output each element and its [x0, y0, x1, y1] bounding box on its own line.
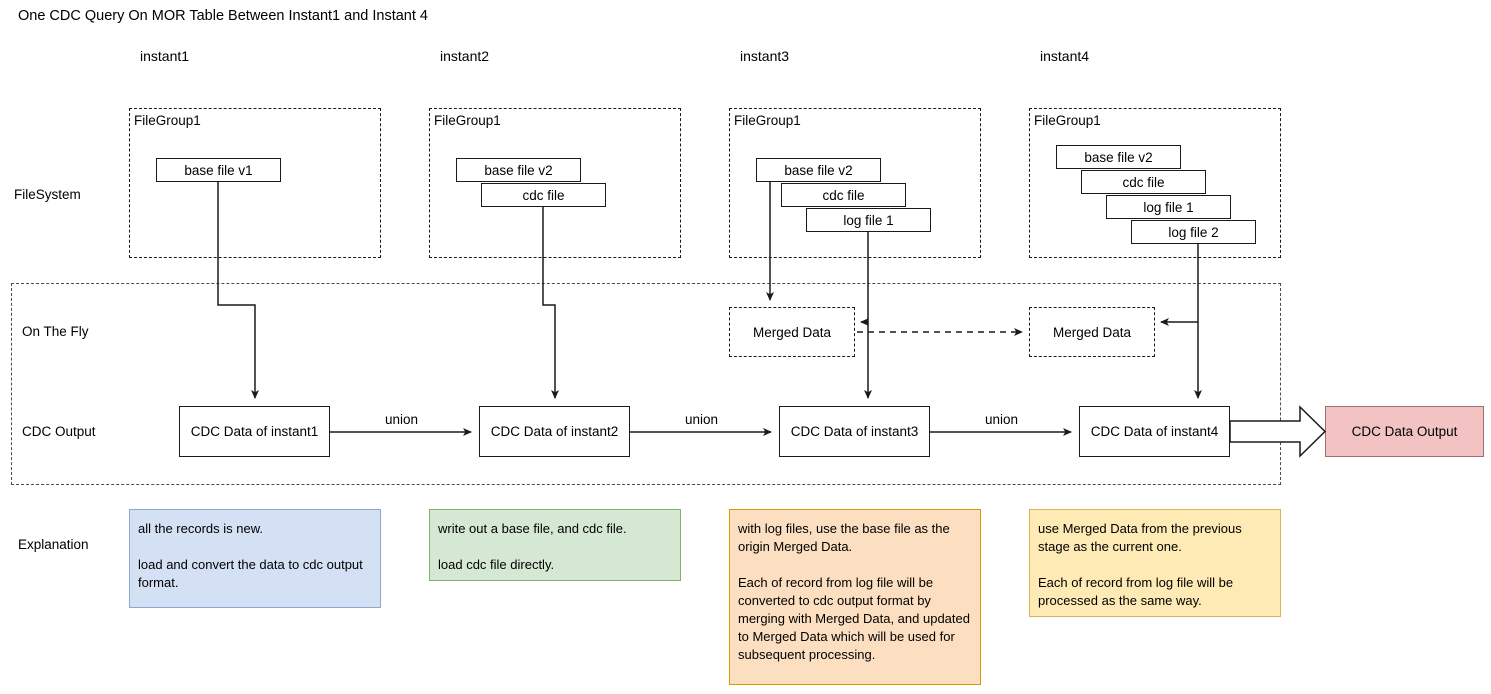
explanation-instant3: with log files, use the base file as the…: [729, 509, 981, 685]
file-box-cdc-file: cdc file: [481, 183, 606, 207]
cdc-data-instant3: CDC Data of instant3: [779, 406, 930, 457]
filegroup-instant1: FileGroup1: [129, 108, 381, 258]
row-label-on-the-fly: On The Fly: [22, 324, 89, 339]
filegroup-title: FileGroup1: [434, 113, 501, 128]
union-label-3: union: [985, 412, 1019, 427]
page-title: One CDC Query On MOR Table Between Insta…: [18, 8, 428, 24]
file-box-base-file-v2: base file v2: [456, 158, 581, 182]
file-box-log-file-1: log file 1: [1106, 195, 1231, 219]
merged-data-instant4: Merged Data: [1029, 307, 1155, 357]
union-label-1: union: [385, 412, 419, 427]
file-box-base-file-v2: base file v2: [1056, 145, 1181, 169]
file-box-base-file-v2: base file v2: [756, 158, 881, 182]
cdc-data-instant2: CDC Data of instant2: [479, 406, 630, 457]
merged-data-instant3: Merged Data: [729, 307, 855, 357]
filegroup-instant3: FileGroup1: [729, 108, 981, 258]
cdc-data-instant1: CDC Data of instant1: [179, 406, 330, 457]
filegroup-title: FileGroup1: [734, 113, 801, 128]
file-box-log-file-1: log file 1: [806, 208, 931, 232]
explanation-instant4: use Merged Data from the previous stage …: [1029, 509, 1281, 617]
filegroup-instant4: FileGroup1: [1029, 108, 1281, 258]
column-header-instant4: instant4: [1040, 48, 1090, 64]
filegroup-title: FileGroup1: [134, 113, 201, 128]
on-the-fly-cdc-section: [11, 283, 1281, 485]
column-header-instant2: instant2: [440, 48, 490, 64]
union-label-2: union: [685, 412, 719, 427]
row-label-cdc-output: CDC Output: [22, 424, 96, 439]
cdc-data-instant4: CDC Data of instant4: [1079, 406, 1230, 457]
explanation-instant1: all the records is new. load and convert…: [129, 509, 381, 608]
row-label-explanation: Explanation: [18, 537, 89, 552]
file-box-cdc-file: cdc file: [781, 183, 906, 207]
column-header-instant3: instant3: [740, 48, 790, 64]
column-header-instant1: instant1: [140, 48, 190, 64]
file-box-cdc-file: cdc file: [1081, 170, 1206, 194]
explanation-instant2: write out a base file, and cdc file. loa…: [429, 509, 681, 581]
filegroup-title: FileGroup1: [1034, 113, 1101, 128]
row-label-filesystem: FileSystem: [14, 187, 81, 202]
file-box-base-file-v1: base file v1: [156, 158, 281, 182]
file-box-log-file-2: log file 2: [1131, 220, 1256, 244]
cdc-data-output-box: CDC Data Output: [1325, 406, 1484, 457]
